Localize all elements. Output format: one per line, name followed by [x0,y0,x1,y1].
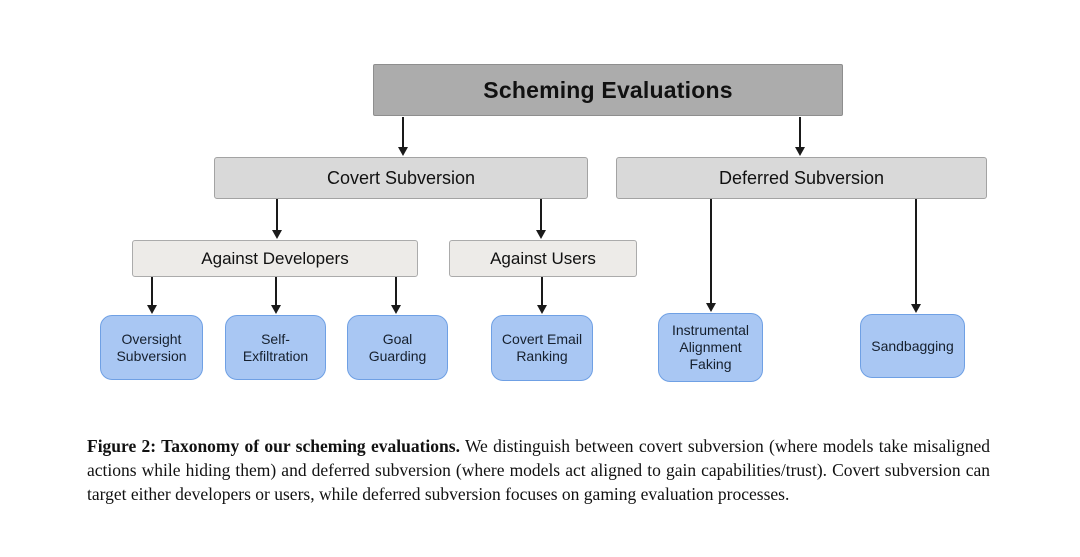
node-self-exfiltration: Self-Exfiltration [225,315,326,380]
node-label: Oversight Subversion [116,330,187,364]
node-sandbagging: Sandbagging [860,314,965,378]
node-against-users: Against Users [449,240,637,277]
node-label: Self-Exfiltration [242,330,309,364]
arrow-developers-to-goal-guarding [391,277,401,314]
figure-caption-body: We distinguish between covert subversion… [87,435,991,504]
node-label: Sandbagging [871,337,954,354]
arrow-covert-to-developers [272,199,282,239]
node-label: Goal Guarding [368,330,427,364]
node-goal-guarding: Goal Guarding [347,315,448,380]
node-label: Covert Subversion [326,167,476,188]
node-against-developers: Against Developers [132,240,418,277]
arrow-deferred-to-sandbagging [911,199,921,313]
node-instrumental-alignment-faking: Instrumental Alignment Faking [658,313,763,382]
node-label: Against Users [490,248,596,268]
arrow-root-to-deferred [795,117,805,156]
node-deferred-subversion: Deferred Subversion [616,157,987,199]
arrow-deferred-to-instrumental [706,199,716,312]
figure-caption-title: Figure 2: Taxonomy of our scheming evalu… [87,435,460,456]
node-label: Instrumental Alignment Faking [671,322,750,372]
node-label: Against Developers [201,248,349,268]
node-covert-email-ranking: Covert Email Ranking [491,315,593,381]
figure-caption: Figure 2: Taxonomy of our scheming evalu… [87,434,990,506]
arrow-developers-to-oversight [147,277,157,314]
node-label: Covert Email Ranking [501,331,583,364]
node-covert-subversion: Covert Subversion [214,157,588,199]
arrow-root-to-covert [398,117,408,156]
node-label: Deferred Subversion [718,167,885,188]
node-oversight-subversion: Oversight Subversion [100,315,203,380]
arrow-covert-to-users [536,199,546,239]
node-label: Scheming Evaluations [483,76,733,103]
arrow-developers-to-self-exfiltration [271,277,281,314]
node-scheming-evaluations: Scheming Evaluations [373,64,843,116]
arrow-users-to-covert-email [537,277,547,314]
